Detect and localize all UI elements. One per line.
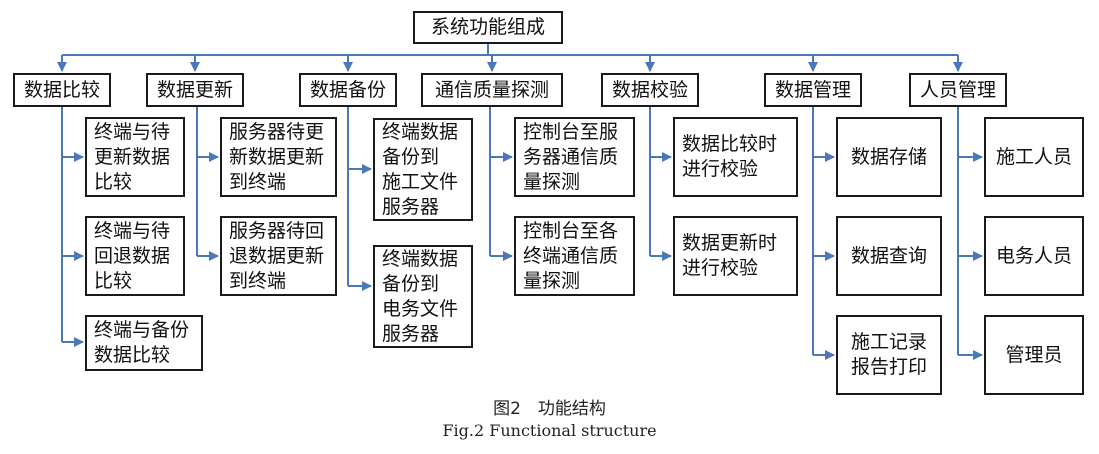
module-label: 数据比较 (23, 78, 100, 101)
root-node: 系统功能组成 (413, 11, 563, 44)
module-personnel: 人员管理 (909, 73, 1007, 107)
module-data-backup: 数据备份 (299, 73, 397, 107)
leaf-node: 控制台至服 务器通信质 量探测 (514, 117, 635, 197)
leaf-node: 终端数据 备份到 施工文件 服务器 (373, 118, 473, 221)
module-data-update: 数据更新 (146, 73, 244, 107)
module-label: 数据备份 (309, 78, 386, 101)
leaf-label: 施工记录 报告打印 (850, 331, 927, 378)
module-label: 数据校验 (611, 78, 688, 101)
leaf-node: 数据比较时 进行校验 (673, 117, 798, 197)
leaf-node: 控制台至各 终端通信质 量探测 (514, 216, 635, 296)
module-data-verify: 数据校验 (601, 73, 699, 107)
leaf-label: 管理员 (1005, 343, 1063, 366)
leaf-node: 终端数据 备份到 电务文件 服务器 (373, 245, 473, 348)
leaf-label: 终端与待 回退数据 比较 (94, 219, 171, 292)
leaf-node: 管理员 (984, 315, 1084, 395)
leaf-node: 施工人员 (984, 117, 1084, 197)
leaf-label: 施工人员 (995, 145, 1072, 168)
leaf-label: 终端与备份 数据比较 (94, 319, 190, 366)
figure-caption-zh: 图2 功能结构 (493, 399, 606, 419)
leaf-label: 控制台至服 务器通信质 量探测 (523, 120, 619, 193)
leaf-node: 数据查询 (836, 216, 942, 296)
leaf-node: 终端与备份 数据比较 (85, 315, 203, 371)
module-label: 人员管理 (919, 78, 996, 101)
leaf-label: 数据更新时 进行校验 (682, 232, 778, 279)
module-label: 数据管理 (774, 78, 851, 101)
leaf-node: 服务器待更 新数据更新 到终端 (220, 117, 337, 197)
module-data-compare: 数据比较 (13, 73, 111, 107)
leaf-label: 数据比较时 进行校验 (682, 133, 778, 180)
leaf-node: 数据存储 (836, 117, 942, 197)
leaf-node: 数据更新时 进行校验 (673, 216, 798, 296)
module-label: 数据更新 (156, 78, 233, 101)
leaf-label: 电务人员 (995, 244, 1072, 267)
root-label: 系统功能组成 (430, 16, 545, 38)
leaf-node: 电务人员 (984, 216, 1084, 296)
leaf-label: 终端数据 备份到 电务文件 服务器 (382, 247, 459, 345)
leaf-node: 施工记录 报告打印 (836, 315, 942, 395)
leaf-label: 服务器待回 退数据更新 到终端 (229, 219, 325, 292)
module-comm-quality: 通信质量探测 (421, 73, 563, 107)
leaf-label: 终端数据 备份到 施工文件 服务器 (382, 120, 459, 218)
leaf-node: 终端与待 回退数据 比较 (85, 216, 185, 296)
leaf-label: 数据查询 (850, 244, 927, 267)
leaf-node: 服务器待回 退数据更新 到终端 (220, 216, 337, 296)
figure-caption-en: Fig.2 Functional structure (442, 421, 657, 440)
leaf-label: 数据存储 (850, 145, 927, 168)
leaf-label: 终端与待 更新数据 比较 (94, 120, 171, 193)
leaf-node: 终端与待 更新数据 比较 (85, 117, 185, 197)
module-label: 通信质量探测 (434, 78, 549, 101)
leaf-label: 控制台至各 终端通信质 量探测 (523, 219, 619, 292)
module-data-management: 数据管理 (764, 73, 862, 107)
leaf-label: 服务器待更 新数据更新 到终端 (229, 120, 325, 193)
